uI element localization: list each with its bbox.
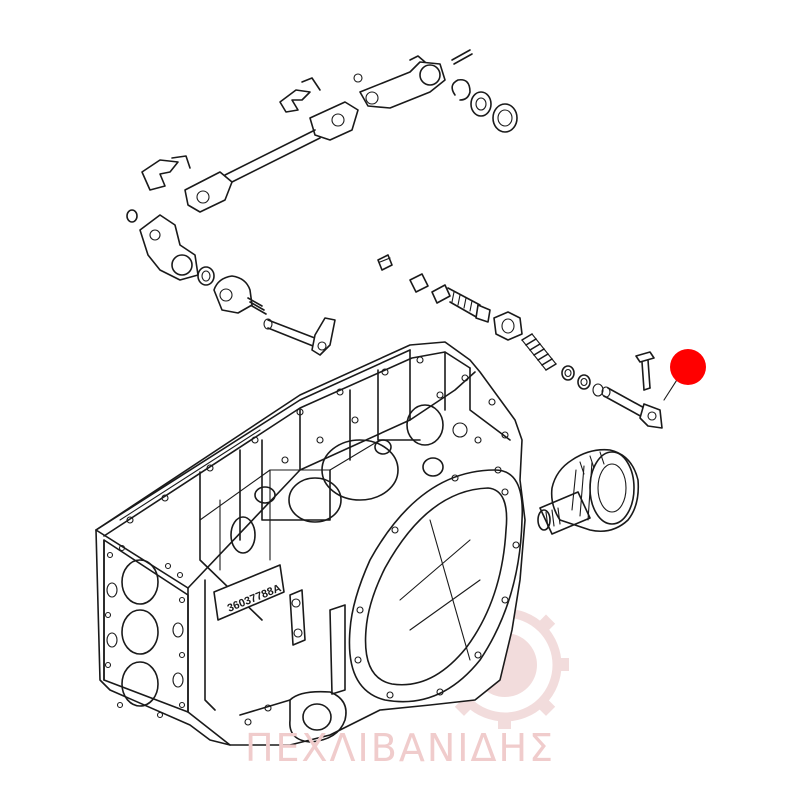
spring-washer — [561, 365, 575, 381]
detent-assembly — [377, 254, 683, 429]
spacer-ring — [577, 374, 591, 390]
shift-lever — [263, 317, 336, 356]
shim-washer — [470, 91, 492, 117]
fork-clip-left — [141, 155, 191, 191]
callout-marker[interactable] — [670, 349, 706, 385]
housing-mounting-ear — [239, 690, 347, 743]
adjusting-screw — [431, 284, 491, 323]
fork-clip-upper — [279, 77, 321, 113]
hex-nut — [493, 311, 523, 341]
shift-shaft — [601, 386, 663, 429]
seal-ring — [492, 103, 518, 133]
upper-lever-arm — [359, 55, 446, 109]
front-face-linkage — [289, 589, 346, 695]
upper-linkage-assembly — [126, 49, 518, 356]
small-o-ring — [126, 209, 138, 223]
threaded-bushing — [213, 275, 267, 315]
watermark-brand-text: ΠΕΧΛΙΒΑΝΙΔΗΣ — [244, 726, 556, 770]
roll-pin — [451, 49, 471, 61]
bell-crank-lever — [139, 214, 199, 281]
lever-washer — [197, 266, 215, 286]
pto-gear-cluster — [537, 448, 640, 535]
transmission-housing: 36037788A — [95, 341, 526, 746]
coil-spring — [521, 333, 557, 371]
housing-right-flange — [348, 469, 524, 703]
circlip — [451, 78, 471, 101]
set-screw — [377, 254, 393, 271]
small-stud — [409, 273, 429, 293]
small-washer — [353, 73, 363, 83]
detent-pin — [635, 351, 655, 391]
o-ring — [592, 383, 604, 397]
connecting-rod — [184, 101, 359, 213]
